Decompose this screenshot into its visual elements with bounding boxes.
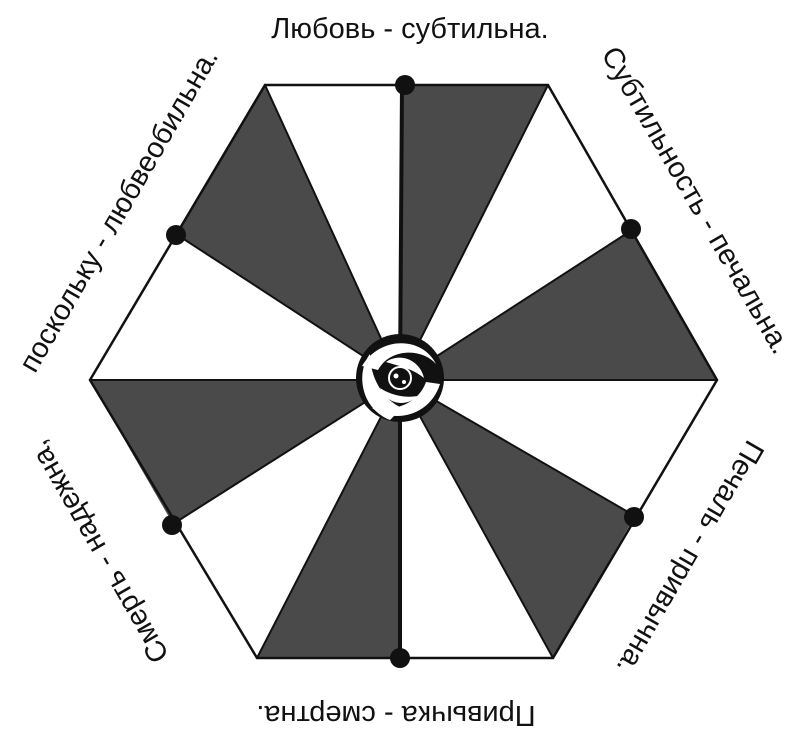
dot-upper-right (621, 219, 641, 239)
dot-lower-left (162, 515, 182, 535)
dot-upper-left (166, 225, 186, 245)
label-bottom: Привычка - смертна. (256, 699, 535, 731)
dot-bottom (390, 648, 410, 668)
label-top: Любовь - субтильна. (271, 13, 548, 45)
dot-lower-right (624, 507, 644, 527)
dot-top (395, 75, 415, 95)
swirl-icon (356, 334, 444, 422)
